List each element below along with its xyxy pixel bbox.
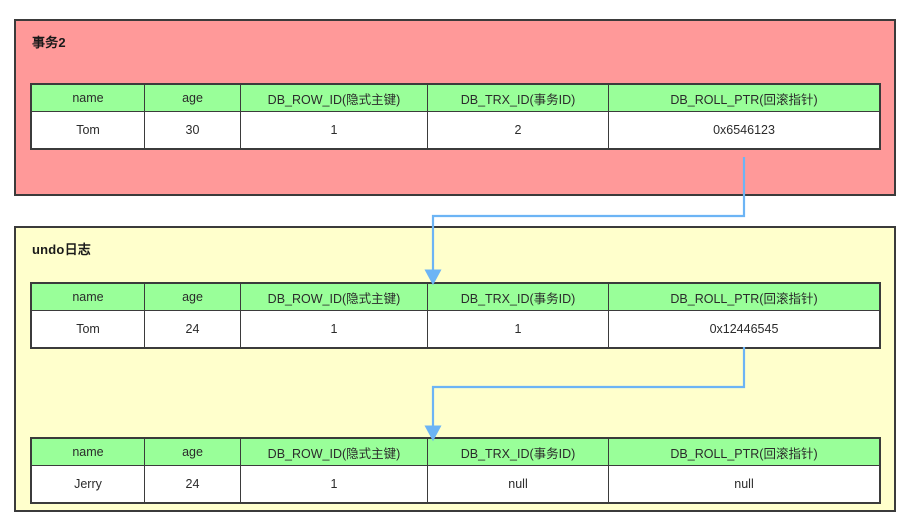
header-cell-age: age bbox=[144, 437, 241, 466]
cell-db-trx-id: 2 bbox=[427, 111, 609, 150]
cell-db-trx-id: 1 bbox=[427, 310, 609, 349]
header-cell-db-roll-ptr: DB_ROLL_PTR(回滚指针) bbox=[608, 83, 881, 112]
table-tx2-record: name age DB_ROW_ID(隐式主键) DB_TRX_ID(事务ID)… bbox=[30, 83, 881, 150]
table-header-row: name age DB_ROW_ID(隐式主键) DB_TRX_ID(事务ID)… bbox=[30, 282, 881, 311]
cell-name: Tom bbox=[30, 310, 145, 349]
cell-age: 24 bbox=[144, 465, 241, 504]
cell-db-roll-ptr: 0x12446545 bbox=[608, 310, 881, 349]
table-undo-record-1: name age DB_ROW_ID(隐式主键) DB_TRX_ID(事务ID)… bbox=[30, 282, 881, 349]
header-cell-age: age bbox=[144, 83, 241, 112]
table-row: Tom 30 1 2 0x6546123 bbox=[30, 111, 881, 150]
panel-undo-log-title: undo日志 bbox=[32, 242, 91, 257]
header-cell-name: name bbox=[30, 437, 145, 466]
header-cell-db-trx-id: DB_TRX_ID(事务ID) bbox=[427, 83, 609, 112]
cell-age: 30 bbox=[144, 111, 241, 150]
cell-db-roll-ptr: 0x6546123 bbox=[608, 111, 881, 150]
table-undo-record-2: name age DB_ROW_ID(隐式主键) DB_TRX_ID(事务ID)… bbox=[30, 437, 881, 504]
table-header-row: name age DB_ROW_ID(隐式主键) DB_TRX_ID(事务ID)… bbox=[30, 437, 881, 466]
cell-name: Tom bbox=[30, 111, 145, 150]
cell-name: Jerry bbox=[30, 465, 145, 504]
header-cell-name: name bbox=[30, 83, 145, 112]
header-cell-db-row-id: DB_ROW_ID(隐式主键) bbox=[240, 282, 428, 311]
cell-db-row-id: 1 bbox=[240, 465, 428, 504]
header-cell-age: age bbox=[144, 282, 241, 311]
header-cell-db-row-id: DB_ROW_ID(隐式主键) bbox=[240, 83, 428, 112]
header-cell-db-row-id: DB_ROW_ID(隐式主键) bbox=[240, 437, 428, 466]
table-row: Jerry 24 1 null null bbox=[30, 465, 881, 504]
cell-db-trx-id: null bbox=[427, 465, 609, 504]
cell-db-row-id: 1 bbox=[240, 310, 428, 349]
cell-db-row-id: 1 bbox=[240, 111, 428, 150]
header-cell-db-roll-ptr: DB_ROLL_PTR(回滚指针) bbox=[608, 282, 881, 311]
header-cell-db-trx-id: DB_TRX_ID(事务ID) bbox=[427, 282, 609, 311]
header-cell-db-trx-id: DB_TRX_ID(事务ID) bbox=[427, 437, 609, 466]
table-row: Tom 24 1 1 0x12446545 bbox=[30, 310, 881, 349]
cell-db-roll-ptr: null bbox=[608, 465, 881, 504]
table-header-row: name age DB_ROW_ID(隐式主键) DB_TRX_ID(事务ID)… bbox=[30, 83, 881, 112]
header-cell-name: name bbox=[30, 282, 145, 311]
panel-transaction-2-title: 事务2 bbox=[32, 35, 66, 50]
cell-age: 24 bbox=[144, 310, 241, 349]
header-cell-db-roll-ptr: DB_ROLL_PTR(回滚指针) bbox=[608, 437, 881, 466]
